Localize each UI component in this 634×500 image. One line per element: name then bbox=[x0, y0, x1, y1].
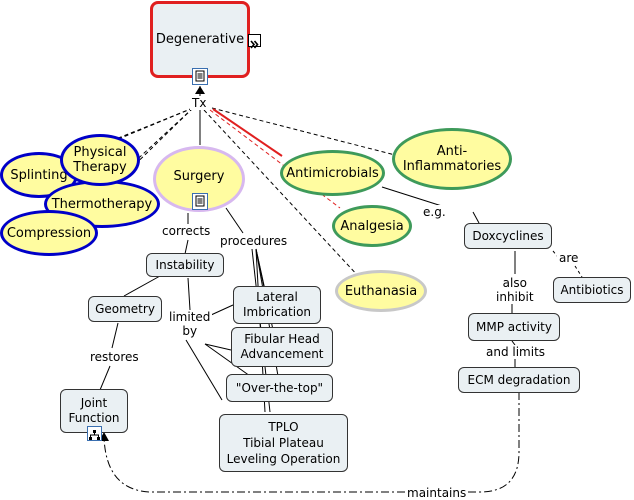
concept-compression[interactable]: Compression bbox=[0, 210, 98, 256]
link-label-maintains[interactable]: maintains bbox=[405, 486, 469, 500]
expand-arrow-icon[interactable] bbox=[248, 34, 261, 49]
link-label-eg[interactable]: e.g. bbox=[421, 205, 448, 219]
concept-antimicrobials[interactable]: Antimicrobials bbox=[280, 150, 385, 196]
link-label-tx[interactable]: Tx bbox=[190, 96, 209, 110]
resource-doc-icon[interactable] bbox=[192, 193, 208, 210]
concept-lateral-imbrication[interactable]: Lateral Imbrication bbox=[233, 286, 321, 324]
link-label-are[interactable]: are bbox=[557, 251, 581, 265]
concept-mmp-activity[interactable]: MMP activity bbox=[468, 313, 560, 341]
concept-geometry[interactable]: Geometry bbox=[88, 296, 162, 322]
concept-doxcyclines[interactable]: Doxcyclines bbox=[464, 223, 552, 249]
concept-physical-therapy[interactable]: Physical Therapy bbox=[60, 134, 140, 186]
concept-map-icon[interactable] bbox=[87, 426, 102, 441]
link-label-corrects[interactable]: corrects bbox=[160, 224, 213, 238]
link-label-limited-by[interactable]: limited by bbox=[167, 310, 213, 338]
link-label-restores[interactable]: restores bbox=[88, 350, 141, 364]
concept-instability[interactable]: Instability bbox=[146, 253, 224, 277]
concept-euthanasia[interactable]: Euthanasia bbox=[335, 270, 427, 312]
link-label-procedures[interactable]: procedures bbox=[218, 234, 290, 248]
link-label-also-inhibit[interactable]: also inhibit bbox=[494, 276, 536, 304]
resource-doc-icon[interactable] bbox=[192, 68, 208, 85]
concept-antibiotics[interactable]: Antibiotics bbox=[553, 277, 631, 303]
concept-over-the-top[interactable]: "Over-the-top" bbox=[226, 374, 333, 402]
concept-degenerative[interactable]: Degenerative bbox=[150, 1, 250, 78]
concept-analgesia[interactable]: Analgesia bbox=[332, 205, 412, 247]
concept-tplo[interactable]: TPLO Tibial Plateau Leveling Operation bbox=[219, 414, 348, 472]
link-label-and-limits[interactable]: and limits bbox=[484, 345, 548, 359]
concept-fibular-head-advancement[interactable]: Fibular Head Advancement bbox=[231, 327, 333, 367]
concept-joint-function[interactable]: Joint Function bbox=[60, 389, 128, 433]
concept-anti-inflammatories[interactable]: Anti- Inflammatories bbox=[392, 128, 512, 190]
concept-ecm-degradation[interactable]: ECM degradation bbox=[458, 367, 580, 393]
